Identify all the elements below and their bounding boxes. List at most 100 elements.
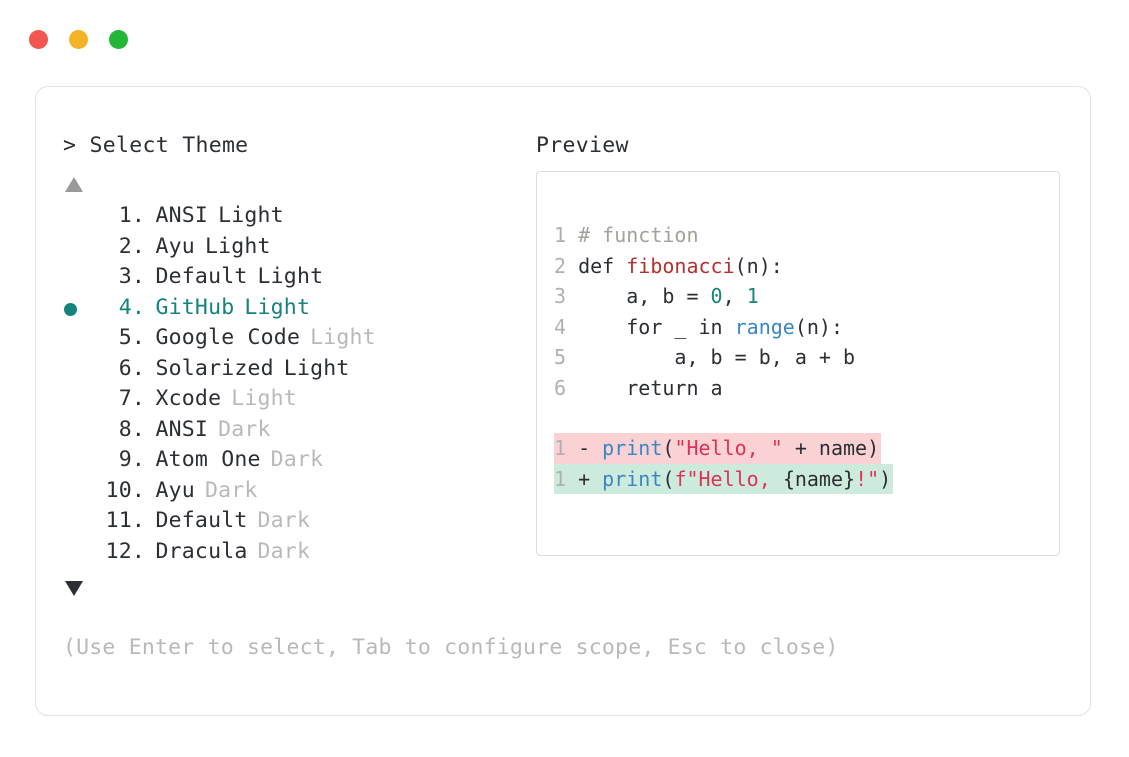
theme-item-variant: Dark [257,538,311,564]
theme-list-item[interactable]: 6. Solarized Light [63,356,533,387]
theme-item-variant: Light [231,386,297,411]
selection-bullet-icon [64,303,77,317]
code-token-plain: {name} [782,466,856,491]
selection-bullet-cell [63,264,97,295]
selection-bullet-cell [63,386,97,417]
theme-item-name: Solarized [155,355,274,381]
selection-bullet-cell [63,325,97,356]
theme-item-name: GitHub [155,294,235,320]
scroll-down-arrow-icon[interactable] [65,575,87,601]
theme-item-name: Google Code [155,325,301,350]
theme-item-name: ANSI [155,203,209,228]
theme-item-name: ANSI [155,416,209,442]
theme-item-index: 1. [118,203,145,228]
code-token-plain: + name [782,436,868,460]
code-token-str: !" [855,466,880,491]
preview-title: Preview [536,133,629,158]
code-line: 6 return a [554,373,723,404]
minimize-button[interactable] [69,30,88,49]
theme-item-index: 2. [118,233,145,259]
page-title: > Select Theme [63,131,533,161]
code-token-punct: (n): [734,253,783,278]
scroll-up-arrow-icon[interactable] [65,171,87,197]
theme-item-index: 3. [118,264,145,289]
code-line-number: 1 [554,223,567,247]
theme-item-name: Atom One [155,447,261,472]
keyboard-hint: (Use Enter to select, Tab to configure s… [63,635,839,660]
theme-item-variant: Dark [218,416,271,442]
maximize-button[interactable] [109,30,128,49]
theme-list-item[interactable]: 7. Xcode Light [63,386,533,417]
code-line: 3 a, b = 0, 1 [554,281,759,312]
theme-list-item[interactable]: 2. Ayu Light [63,234,533,265]
code-line-number: 4 [554,314,567,339]
code-token-num: 1 [746,284,759,308]
theme-item-index: 6. [118,355,145,381]
theme-item-index: 10. [105,477,145,503]
theme-item-name: Default [155,508,248,533]
code-token-punct: ) [867,436,880,460]
code-token-str: f"Hello, [674,466,783,491]
theme-item-variant: Light [218,203,284,228]
theme-item-variant: Light [310,325,376,350]
theme-item-variant: Light [244,294,311,320]
selection-bullet-cell [63,234,97,265]
code-line: 4 for _ in range(n): [554,312,843,343]
code-token-punct: ) [879,466,892,491]
code-line: 1 # function [554,220,699,251]
selection-bullet-cell [63,508,97,539]
code-token-plain: return a [566,375,723,400]
code-token-plain: a, b = [566,284,711,308]
theme-item-index: 7. [118,386,145,411]
code-token-punct: ( [662,466,675,491]
theme-item-index: 4. [118,294,145,320]
diff-marker: - [566,436,603,460]
close-button[interactable] [29,30,48,49]
code-line: 2 def fibonacci(n): [554,251,783,282]
theme-item-variant: Light [283,355,350,381]
window-traffic-lights [29,30,128,49]
code-token-plain: , [722,284,747,308]
selection-bullet-cell [63,356,97,387]
diff-line-number: 1 [554,436,567,460]
theme-item-index: 11. [105,508,145,533]
theme-item-name: Default [155,264,248,289]
theme-item-variant: Light [204,233,271,259]
theme-list-item[interactable]: 4. GitHub Light [63,295,533,326]
prompt-title: Select Theme [89,133,249,158]
diff-line-number: 1 [554,466,567,491]
code-token-builtin: print [602,436,663,460]
theme-item-name: Ayu [155,233,195,259]
theme-item-name: Xcode [155,386,222,411]
theme-item-name: Dracula [155,538,248,564]
code-token-comment: # function [566,223,699,247]
code-token-str: "Hello, " [674,436,783,460]
code-token-punct: ( [662,436,675,460]
selection-bullet-cell [63,417,97,448]
code-token-plain: a, b = b, a + b [566,345,856,369]
theme-item-index: 9. [118,447,145,472]
code-token-num: 0 [710,284,723,308]
code-token-fn: fibonacci [626,253,735,278]
code-line: 5 a, b = b, a + b [554,342,855,373]
diff-line-del: 1 - print("Hello, " + name) [554,433,882,464]
code-line-number: 3 [554,284,567,308]
diff-marker: + [566,466,603,491]
theme-list-item[interactable]: 1. ANSI Light [63,203,533,234]
code-token-plain: for _ in [566,314,735,339]
selection-bullet-cell [63,447,97,478]
selection-bullet-cell [63,478,97,509]
